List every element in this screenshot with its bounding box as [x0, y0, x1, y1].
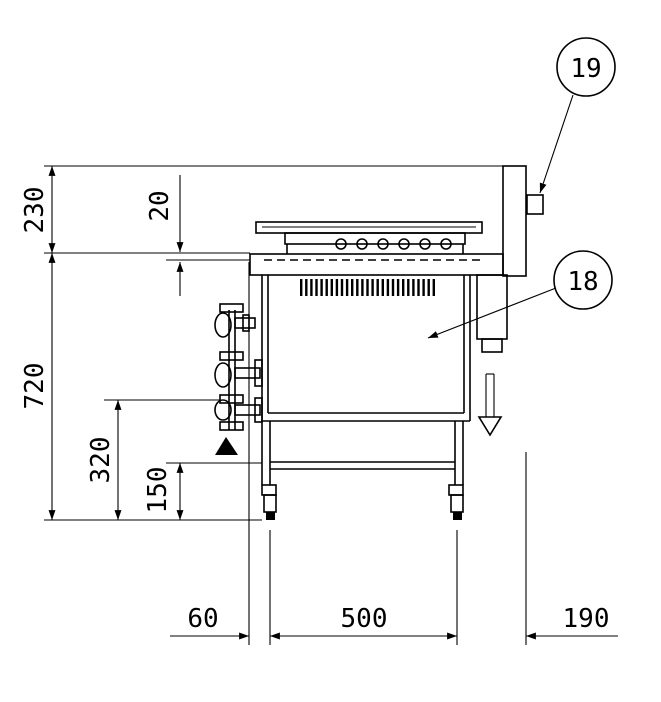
dim-20-label: 20: [145, 190, 175, 221]
dim-190-label: 190: [563, 604, 610, 634]
vent-slot: [412, 279, 415, 296]
callout-18-label: 18: [567, 267, 598, 297]
dim-320-label: 320: [86, 437, 116, 484]
vent-slot: [305, 279, 308, 296]
vent-slot: [361, 279, 364, 296]
vent-slots: [300, 279, 435, 296]
dim-60-label: 60: [187, 604, 218, 634]
vent-slot: [407, 279, 410, 296]
callout-19: 19: [539, 37, 616, 194]
vent-slot: [366, 279, 369, 296]
vent-slot: [330, 279, 333, 296]
vent-slot: [422, 279, 425, 296]
appliance-outline: [214, 165, 544, 520]
vent-slot: [300, 279, 303, 296]
vent-slot: [325, 279, 328, 296]
vent-slot: [320, 279, 323, 296]
vent-slot: [427, 279, 430, 296]
vent-slot: [310, 279, 313, 296]
vent-slot: [371, 279, 374, 296]
vent-slot: [381, 279, 384, 296]
vent-slot: [376, 279, 379, 296]
counter-top: [249, 253, 504, 276]
backsplash-panel: [502, 165, 527, 277]
vent-slot: [351, 279, 354, 296]
vent-slot: [432, 279, 435, 296]
bottom-horizontal-dimensions: 60 500 190: [170, 262, 618, 645]
vent-slot: [417, 279, 420, 296]
dim-500-label: 500: [341, 604, 388, 634]
vent-slot: [396, 279, 400, 296]
gas-inlet-marker-icon: [215, 437, 238, 455]
dim-150-label: 150: [143, 467, 173, 514]
left-vertical-dimensions: 230 720: [20, 165, 503, 521]
vent-slot: [345, 279, 349, 296]
vent-slot: [335, 279, 339, 296]
vent-slot: [315, 279, 318, 296]
drain-arrow-icon: [477, 373, 503, 437]
gas-piping: [214, 303, 263, 455]
vent-slot: [386, 279, 390, 296]
vent-slot: [391, 279, 395, 296]
vent-slot: [356, 279, 359, 296]
cabinet-body: [261, 275, 471, 422]
stand-frame: [261, 421, 464, 520]
vent-slot: [340, 279, 344, 296]
top-grate: [255, 221, 483, 254]
callout-19-label: 19: [570, 54, 601, 84]
vent-slot: [402, 279, 405, 296]
dim-230-label: 230: [20, 187, 50, 234]
callout-18: 18: [427, 250, 613, 339]
backsplash-knob: [526, 194, 544, 215]
inner-vertical-dimensions: 20 320 150: [86, 175, 262, 520]
dim-720-label: 720: [20, 363, 50, 410]
